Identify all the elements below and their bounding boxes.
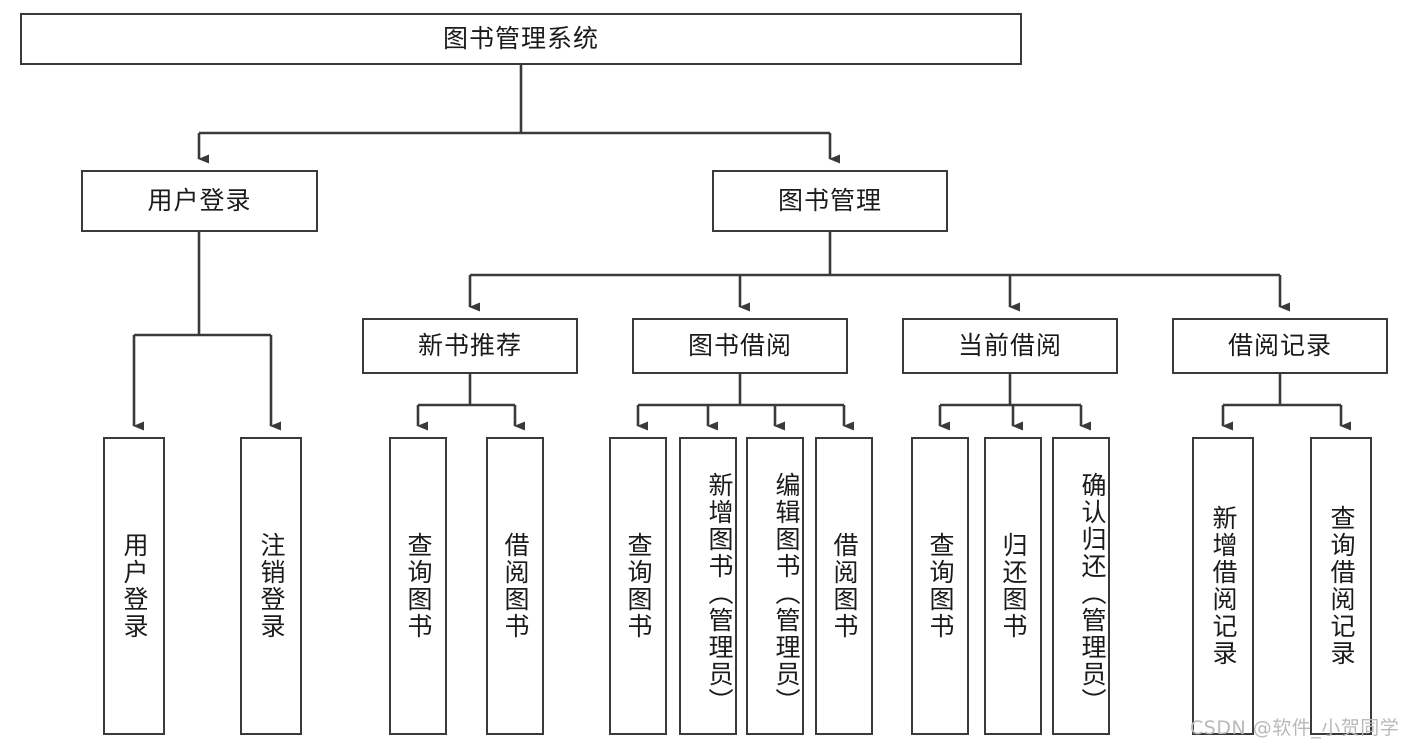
node-label: 借阅图书 — [830, 532, 859, 640]
leaf-node-12: 查询借阅记录 — [1310, 437, 1372, 735]
node-label: 图书管理 — [777, 185, 882, 215]
leaf-node-11: 新增借阅记录 — [1192, 437, 1254, 735]
leaf-node-8: 查询图书 — [911, 437, 969, 735]
level2-node-0: 用户登录 — [81, 170, 318, 232]
leaf-node-2: 查询图书 — [389, 437, 447, 735]
leaf-node-1: 注销登录 — [240, 437, 302, 735]
node-label: 借阅图书 — [501, 532, 530, 640]
leaf-node-9: 归还图书 — [984, 437, 1042, 735]
node-label: 新增借阅记录 — [1209, 505, 1238, 667]
node-label: 确认归还（管理员） — [1078, 471, 1107, 715]
node-label: 归还图书 — [999, 532, 1028, 640]
node-label: 查询图书 — [926, 532, 955, 640]
node-label: 图书管理系统 — [442, 23, 599, 53]
node-label: 图书借阅 — [687, 330, 792, 360]
leaf-node-4: 查询图书 — [609, 437, 667, 735]
level3-node-1: 图书借阅 — [632, 318, 848, 374]
node-label: 注销登录 — [257, 532, 286, 640]
leaf-node-5: 新增图书（管理员） — [679, 437, 737, 735]
root-node: 图书管理系统 — [20, 13, 1022, 65]
node-label: 借阅记录 — [1227, 330, 1332, 360]
node-label: 查询图书 — [624, 532, 653, 640]
node-label: 新增图书（管理员） — [705, 471, 734, 715]
csdn-watermark: CSDN @软件_小贺同学 — [1190, 717, 1400, 739]
level3-node-0: 新书推荐 — [362, 318, 578, 374]
node-label: 查询图书 — [404, 532, 433, 640]
node-label: 用户登录 — [120, 532, 149, 640]
node-label: 用户登录 — [147, 185, 252, 215]
level3-node-2: 当前借阅 — [902, 318, 1118, 374]
node-label: 编辑图书（管理员） — [772, 471, 801, 715]
leaf-node-10: 确认归还（管理员） — [1052, 437, 1110, 735]
node-label: 查询借阅记录 — [1327, 505, 1356, 667]
level2-node-1: 图书管理 — [712, 170, 948, 232]
node-label: 新书推荐 — [417, 330, 522, 360]
leaf-node-7: 借阅图书 — [815, 437, 873, 735]
node-label: 当前借阅 — [957, 330, 1062, 360]
level3-node-3: 借阅记录 — [1172, 318, 1388, 374]
leaf-node-6: 编辑图书（管理员） — [746, 437, 804, 735]
leaf-node-0: 用户登录 — [103, 437, 165, 735]
leaf-node-3: 借阅图书 — [486, 437, 544, 735]
